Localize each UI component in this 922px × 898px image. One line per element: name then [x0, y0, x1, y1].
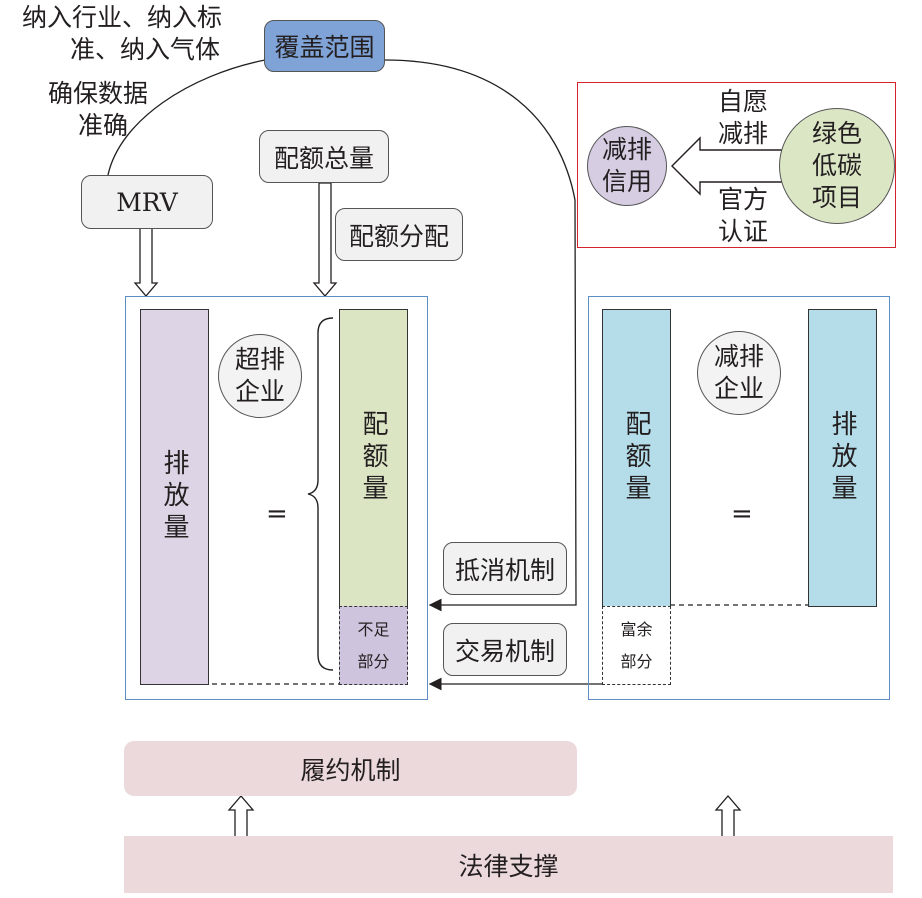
credit-label: 减排 信用	[601, 135, 652, 196]
coverage-arc-left	[107, 59, 266, 176]
voluntary-label: 自愿 减排	[717, 87, 768, 148]
project-label: 绿色 低碳 项目	[811, 119, 862, 212]
offset-mechanism-box: 抵消机制	[443, 542, 567, 595]
over-emitter-circle: 超排 企业	[218, 334, 302, 418]
coverage-label: 覆盖范围	[274, 33, 375, 62]
right-emission-bar: 排放量	[808, 309, 877, 607]
quota-allocation-box: 配额分配	[335, 208, 463, 261]
over-emitter-panel	[125, 296, 428, 700]
surplus-label: 富余 部分	[620, 619, 653, 671]
trading-mechanism-box: 交易机制	[443, 623, 567, 676]
legal-support-band: 法律支撑	[124, 836, 893, 893]
reducer-label: 减排 企业	[713, 342, 764, 403]
mrv-note-line1: 确保数据	[48, 79, 149, 108]
right-quota-bar: 配额量	[602, 309, 671, 607]
mrv-box: MRV	[81, 175, 213, 229]
mrv-hollow-arrow	[133, 227, 159, 298]
reducer-circle: 减排 企业	[697, 331, 781, 415]
quota-total-label: 配额总量	[273, 143, 374, 173]
left-emission-label: 排放量	[159, 449, 189, 545]
reducer-panel	[588, 296, 890, 700]
quota-allocation-label: 配额分配	[348, 221, 449, 251]
coverage-box: 覆盖范围	[264, 20, 385, 72]
surplus-block: 富余 部分	[602, 606, 671, 685]
shortfall-block: 不足 部分	[339, 606, 408, 685]
quota-brace	[307, 317, 334, 671]
offset-mechanism-label: 抵消机制	[454, 555, 555, 585]
project-circle: 绿色 低碳 项目	[779, 108, 895, 224]
legal-support-label: 法律支撑	[458, 851, 559, 881]
mrv-label: MRV	[116, 187, 178, 217]
scope-note-line1: 纳入行业、纳入标	[22, 3, 223, 32]
left-quota-bar: 配额量	[339, 309, 408, 607]
right-quota-label: 配额量	[621, 410, 651, 506]
credit-hollow-arrow	[671, 136, 785, 196]
right-emission-label: 排放量	[827, 410, 857, 506]
compliance-band: 履约机制	[124, 741, 577, 796]
over-emitter-label: 超排 企业	[234, 345, 285, 406]
coverage-arc-right	[384, 59, 577, 612]
quota-hollow-arrow	[312, 182, 338, 298]
trading-mechanism-label: 交易机制	[454, 636, 555, 666]
shortfall-label: 不足 部分	[357, 619, 390, 671]
left-quota-label: 配额量	[358, 410, 388, 506]
scope-note-line2: 准、纳入气体	[70, 35, 221, 64]
compliance-label: 履约机制	[300, 755, 401, 785]
right-equals: =	[731, 499, 753, 529]
left-equals: =	[266, 499, 288, 529]
credit-circle: 减排 信用	[587, 126, 667, 206]
mrv-note-line2: 准确	[78, 111, 129, 140]
left-emission-bar: 排放量	[140, 309, 209, 685]
official-label: 官方 认证	[717, 185, 768, 246]
quota-total-box: 配额总量	[259, 130, 389, 183]
offset-source-frame	[577, 82, 896, 248]
